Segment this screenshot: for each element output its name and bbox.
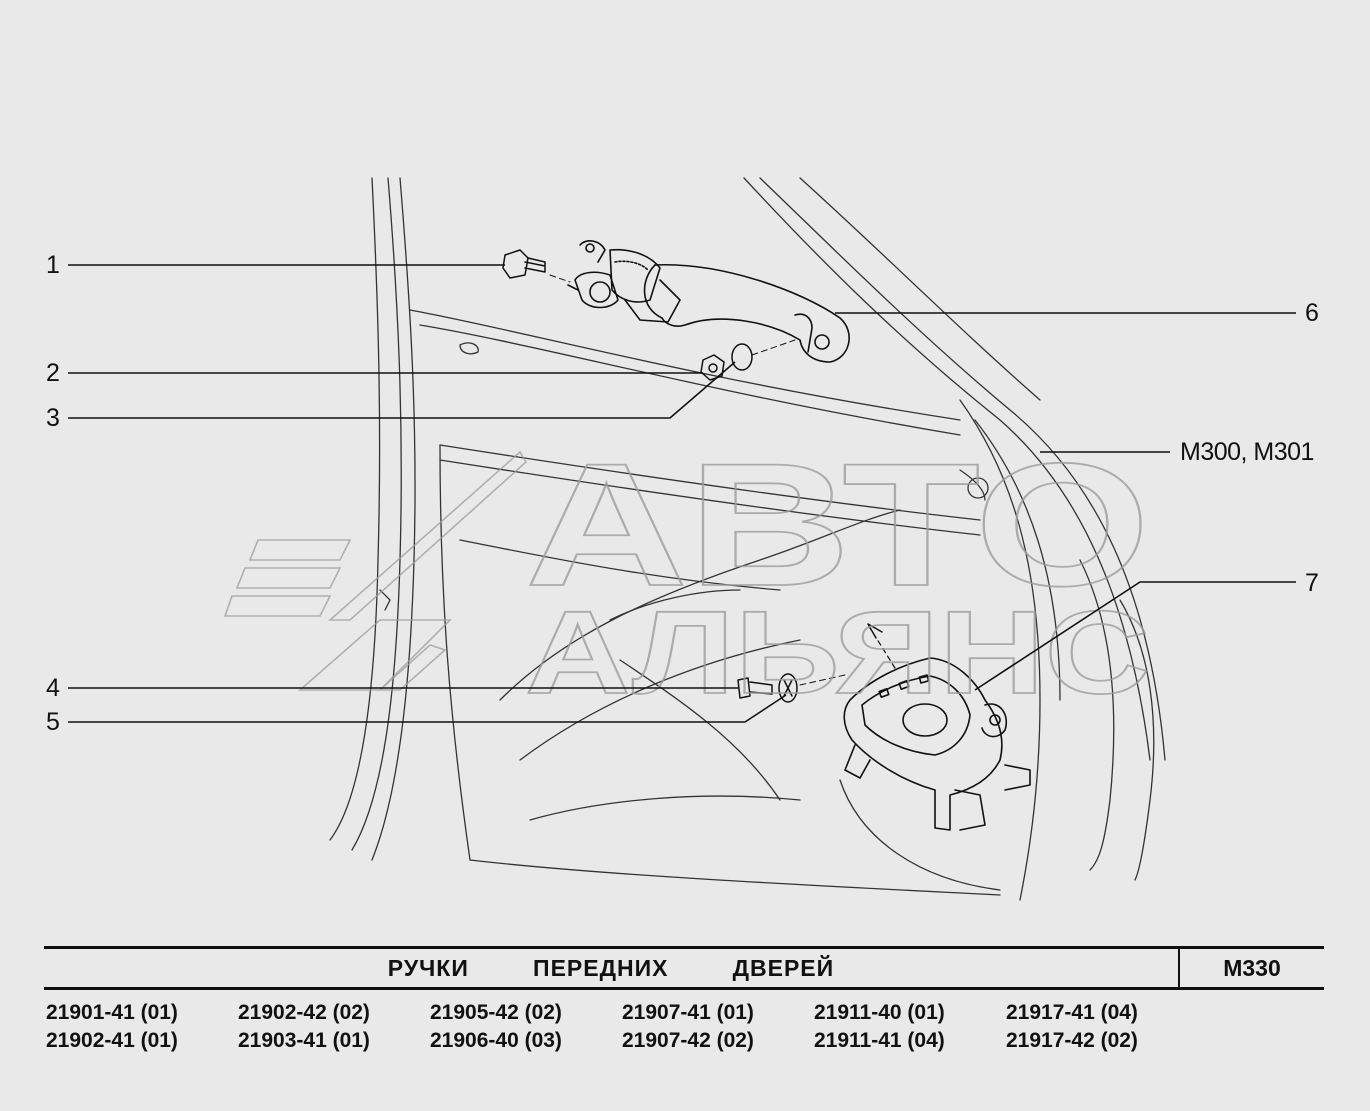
callout-reference: М300, М301 bbox=[1180, 438, 1314, 466]
watermark-logo bbox=[223, 450, 528, 691]
parts-diagram: АВТО АЛЬЯНС bbox=[68, 177, 1296, 901]
washer-part-5 bbox=[778, 673, 846, 703]
title-block: РУЧКИ ПЕРЕДНИХ ДВЕРЕЙ М330 bbox=[44, 946, 1324, 990]
model-code: 21902-42 (02) bbox=[238, 1001, 370, 1024]
model-code: 21902-41 (01) bbox=[46, 1029, 178, 1052]
leader-lines bbox=[68, 264, 1296, 723]
bolt-part-1 bbox=[502, 249, 571, 283]
door-frame-outline bbox=[329, 177, 1166, 901]
section-code: М330 bbox=[1223, 954, 1281, 981]
callout-1: 1 bbox=[46, 251, 60, 279]
callout-2: 2 bbox=[46, 359, 60, 387]
title-divider bbox=[1178, 949, 1180, 987]
callout-7: 7 bbox=[1305, 569, 1319, 597]
model-code: 21917-42 (02) bbox=[1006, 1029, 1138, 1052]
model-list: 21901-41 (01) 21902-42 (02) 21905-42 (02… bbox=[46, 1002, 1276, 1052]
model-code: 21906-40 (03) bbox=[430, 1029, 562, 1052]
model-code: 21901-41 (01) bbox=[46, 1001, 178, 1024]
model-code: 21911-40 (01) bbox=[814, 1001, 945, 1024]
callout-5: 5 bbox=[46, 708, 60, 736]
model-code: 21911-41 (04) bbox=[814, 1029, 945, 1052]
watermark-text-line1: АВТО bbox=[525, 428, 1150, 623]
inner-door-handle bbox=[843, 623, 1031, 831]
watermark-text-line2: АЛЬЯНС bbox=[525, 587, 1150, 719]
nut-part-2 bbox=[700, 354, 725, 381]
screw-part-4 bbox=[737, 677, 773, 699]
callout-6: 6 bbox=[1305, 299, 1319, 327]
callout-4: 4 bbox=[46, 674, 60, 702]
model-code: 21907-41 (01) bbox=[622, 1001, 754, 1024]
page-title: РУЧКИ ПЕРЕДНИХ ДВЕРЕЙ bbox=[387, 954, 835, 981]
model-code: 21903-41 (01) bbox=[238, 1029, 370, 1052]
model-code: 21917-41 (04) bbox=[1006, 1001, 1138, 1024]
outer-door-handle bbox=[567, 240, 850, 363]
washer-part-3 bbox=[731, 339, 796, 371]
model-code: 21905-42 (02) bbox=[430, 1001, 562, 1024]
callout-3: 3 bbox=[46, 404, 60, 432]
model-code: 21907-42 (02) bbox=[622, 1029, 754, 1052]
